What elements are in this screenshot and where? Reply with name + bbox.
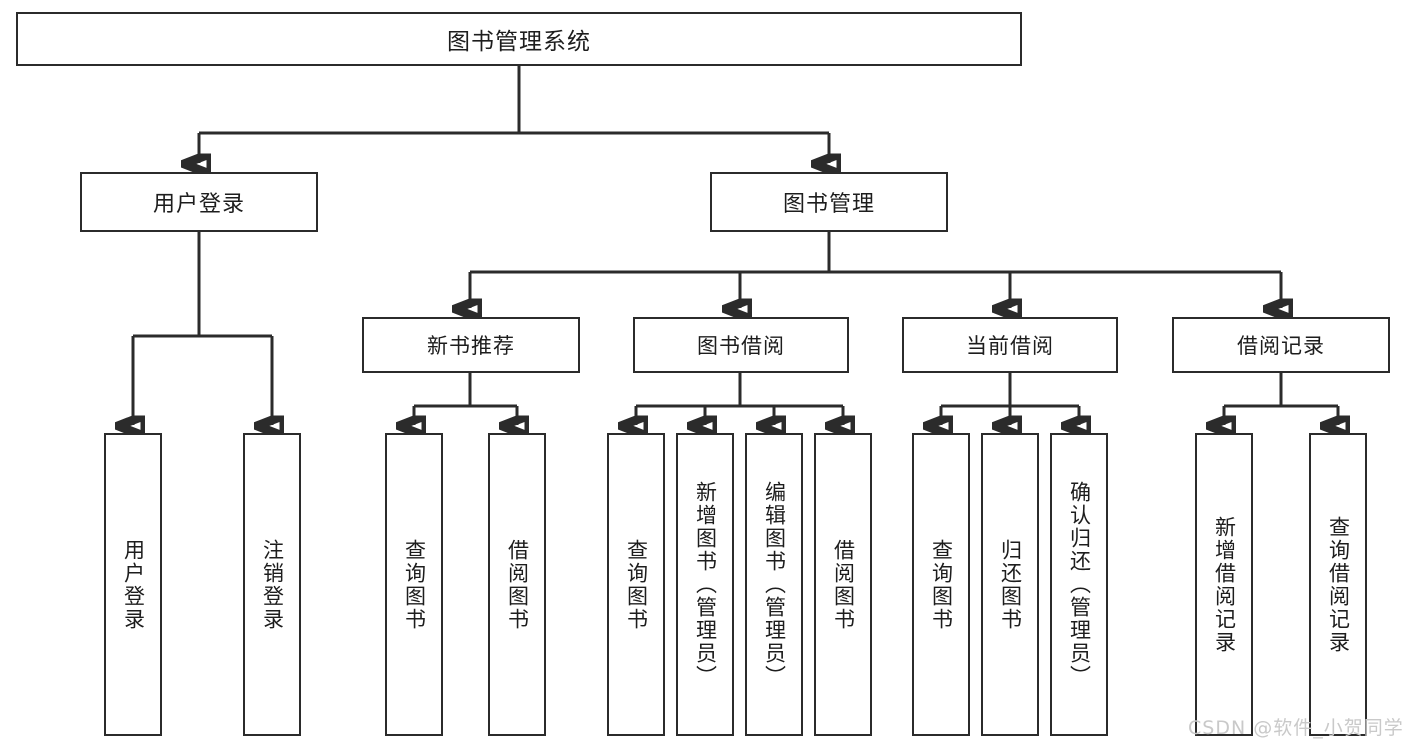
node-book-borrow[interactable]: 图书借阅	[633, 317, 849, 373]
leaf-label: 用户登录	[121, 538, 146, 631]
leaf-label: 借阅图书	[505, 538, 530, 631]
node-label: 图书管理系统	[447, 29, 591, 55]
leaf-label: 编辑图书（管理员）	[762, 481, 787, 688]
node-label: 用户登录	[152, 192, 245, 217]
leaf-add-borrow-record[interactable]: 新增借阅记录	[1195, 433, 1253, 736]
leaf-label: 查询图书	[402, 538, 427, 631]
leaf-label: 借阅图书	[831, 538, 856, 631]
leaf-confirm-return-admin[interactable]: 确认归还（管理员）	[1050, 433, 1108, 736]
leaf-query-book-borrow[interactable]: 查询图书	[607, 433, 665, 736]
leaf-logout[interactable]: 注销登录	[243, 433, 301, 736]
node-label: 图书管理	[782, 192, 875, 217]
leaf-label: 查询图书	[929, 538, 954, 631]
leaf-edit-book-admin[interactable]: 编辑图书（管理员）	[745, 433, 803, 736]
leaf-query-borrow-record[interactable]: 查询借阅记录	[1309, 433, 1367, 736]
node-book-management[interactable]: 图书管理	[710, 172, 948, 232]
watermark: CSDN @软件_小贺同学	[1188, 717, 1404, 739]
leaf-label: 注销登录	[260, 538, 285, 631]
node-label: 借阅记录	[1237, 334, 1325, 358]
leaf-borrow-book[interactable]: 借阅图书	[814, 433, 872, 736]
leaf-label: 确认归还（管理员）	[1067, 481, 1092, 688]
node-current-borrow[interactable]: 当前借阅	[902, 317, 1118, 373]
leaf-query-book-current[interactable]: 查询图书	[912, 433, 970, 736]
leaf-add-book-admin[interactable]: 新增图书（管理员）	[676, 433, 734, 736]
leaf-label: 归还图书	[998, 538, 1023, 631]
node-label: 图书借阅	[697, 334, 785, 358]
node-user-login[interactable]: 用户登录	[80, 172, 318, 232]
leaf-return-book[interactable]: 归还图书	[981, 433, 1039, 736]
node-borrow-record[interactable]: 借阅记录	[1172, 317, 1390, 373]
node-label: 当前借阅	[966, 334, 1054, 358]
node-label: 新书推荐	[427, 334, 515, 358]
leaf-label: 查询借阅记录	[1326, 515, 1351, 654]
leaf-label: 查询图书	[624, 538, 649, 631]
node-new-book-recommendation[interactable]: 新书推荐	[362, 317, 580, 373]
leaf-label: 新增图书（管理员）	[693, 481, 718, 688]
leaf-label: 新增借阅记录	[1212, 515, 1237, 654]
leaf-user-login[interactable]: 用户登录	[104, 433, 162, 736]
leaf-borrow-book-recommend[interactable]: 借阅图书	[488, 433, 546, 736]
node-root-library-management-system[interactable]: 图书管理系统	[16, 12, 1022, 66]
leaf-query-book-recommend[interactable]: 查询图书	[385, 433, 443, 736]
